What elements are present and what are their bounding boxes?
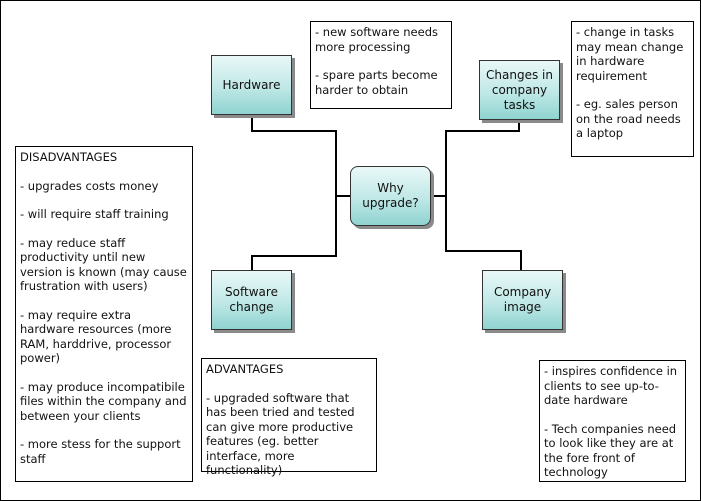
note-item: - Tech companies need to look like they … [544,421,677,480]
disadvantages-title: DISADVANTAGES [20,150,118,164]
connector-image [445,196,522,271]
advantages-title: ADVANTAGES [206,362,284,376]
hardware-note: - new software needs more processing - s… [310,21,452,109]
changes-in-company-tasks-node: Changes in company tasks [479,60,560,120]
note-item: - spare parts become harder to obtain [315,68,438,97]
note-item: - new software needs more processing [315,25,439,54]
software-node-label: Software change [225,285,278,314]
changes-note: - change in tasks may mean change in har… [571,21,694,157]
note-item: - may require extra hardware resources (… [20,307,172,366]
note-item: - may produce incompatibile files within… [20,379,187,423]
why-upgrade-label: Why upgrade? [362,181,419,210]
advantages-note: ADVANTAGES - upgraded software that has … [201,358,377,477]
connector-hardware [251,115,351,197]
hardware-node: Hardware [211,55,292,115]
note-item: - inspires confidence in clients to see … [544,364,678,407]
note-item: - eg. sales person on the road needs a l… [576,97,681,140]
disadvantages-note: DISADVANTAGES - upgrades costs money - w… [15,146,193,482]
note-item: - upgrades costs money [20,178,159,193]
note-item: - upgraded software that has been tried … [206,390,355,478]
connector-changes [431,121,520,197]
software-change-node: Software change [211,270,292,330]
note-item: - change in tasks may mean change in har… [576,25,684,83]
company-image-note: - inspires confidence in clients to see … [539,360,686,482]
note-item: - may reduce staff productivity until ne… [20,235,187,294]
why-upgrade-node: Why upgrade? [350,166,431,226]
note-item: - more stess for the support staff [20,437,181,466]
note-item: - will require staff training [20,207,169,221]
image-node-label: Company image [493,285,552,314]
connector-software [251,196,337,271]
hardware-node-label: Hardware [222,77,281,92]
company-image-node: Company image [482,270,563,330]
changes-node-label: Changes in company tasks [486,67,553,112]
